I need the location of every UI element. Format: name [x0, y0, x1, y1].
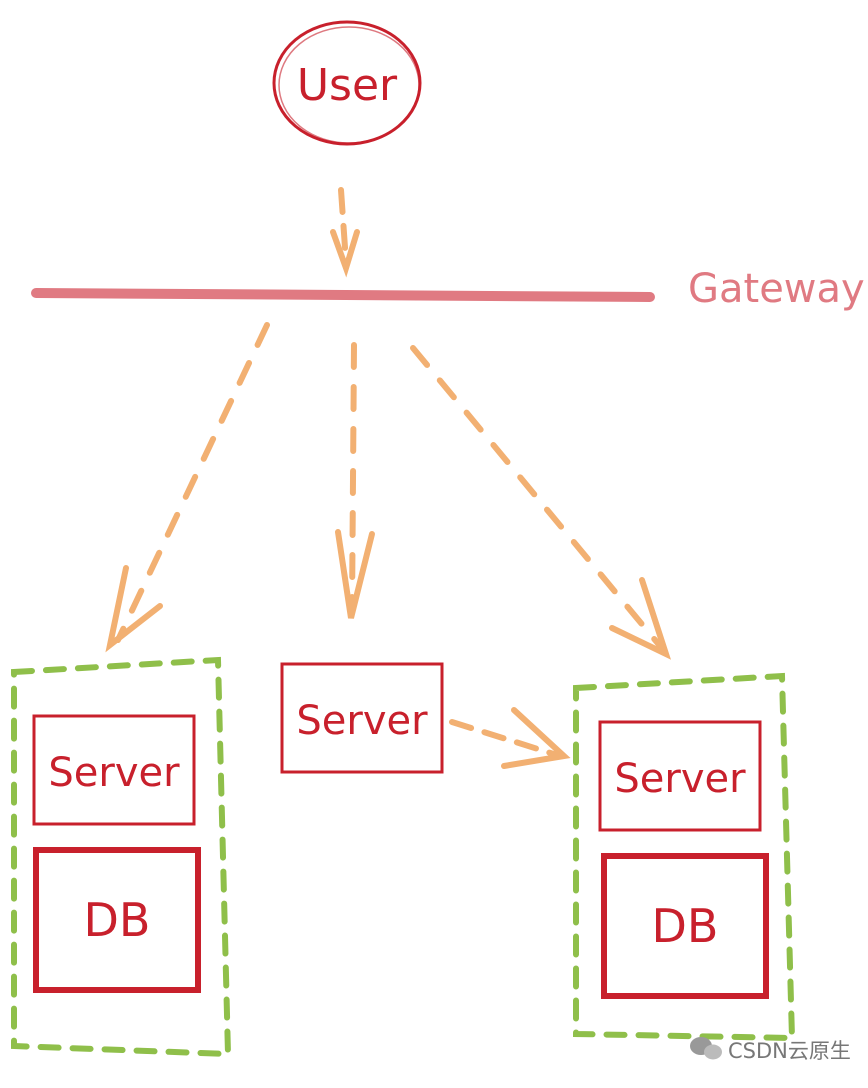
db-right-label: DB — [652, 899, 719, 953]
db-right-node: DB — [601, 853, 769, 999]
db-left-label: DB — [84, 893, 151, 947]
left-service-group: Server DB — [11, 656, 232, 1058]
watermark: CSDN云原生 — [690, 1037, 851, 1063]
arrow-gateway-to-middle — [335, 342, 375, 619]
gateway-bar — [31, 288, 655, 302]
arrow-gateway-to-right — [410, 345, 672, 660]
arrow-user-to-gateway — [330, 187, 360, 278]
gateway-label: Gateway — [688, 266, 865, 312]
server-left-node: Server — [32, 714, 196, 826]
arrow-gateway-to-left — [105, 322, 270, 653]
arrow-middle-to-right — [449, 707, 571, 769]
gateway-node: Gateway — [31, 266, 865, 312]
right-service-group: Server DB — [573, 672, 796, 1042]
db-left-node: DB — [33, 847, 201, 993]
server-right-node: Server — [598, 720, 762, 832]
server-middle-node: Server — [280, 662, 444, 774]
wechat-icon — [690, 1037, 722, 1060]
user-label: User — [297, 60, 398, 111]
server-left-label: Server — [48, 750, 180, 796]
user-node: User — [272, 20, 422, 146]
server-middle-label: Server — [296, 698, 428, 744]
watermark-text: CSDN云原生 — [728, 1039, 851, 1063]
server-right-label: Server — [614, 756, 746, 802]
